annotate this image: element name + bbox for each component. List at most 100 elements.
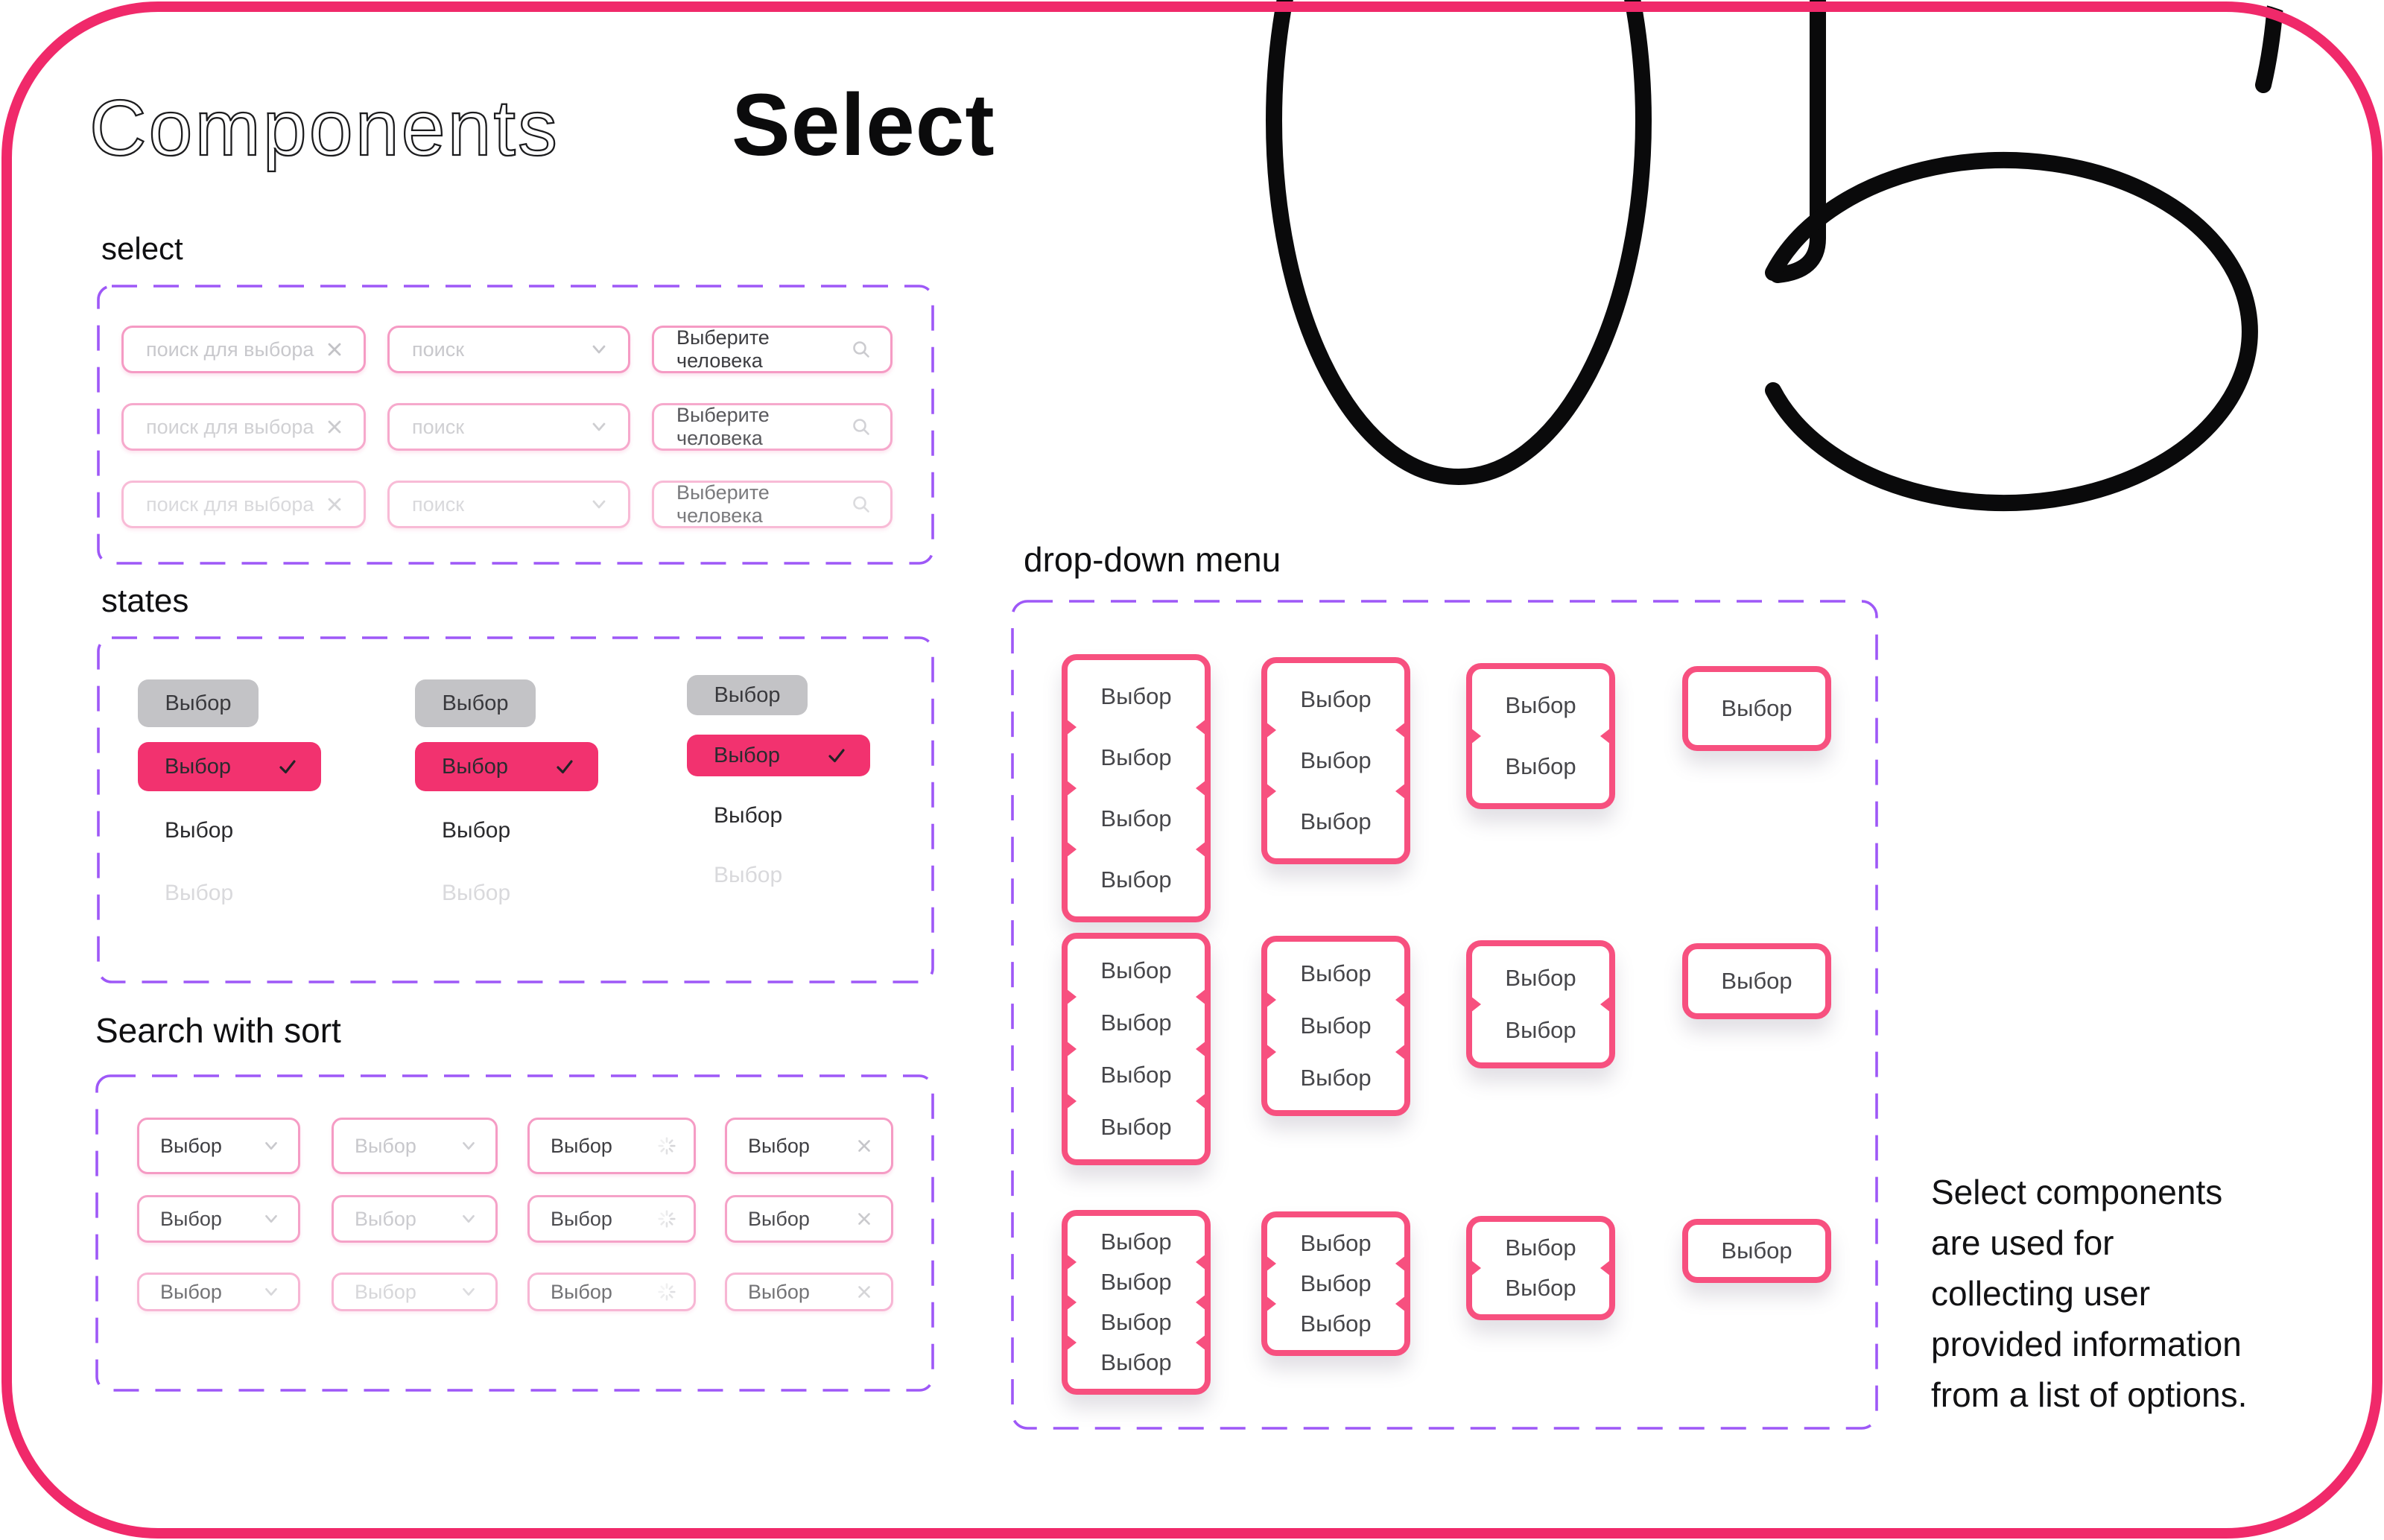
- select-input-sort[interactable]: поиск: [387, 326, 630, 373]
- menu-item-label: Выбор: [1100, 1309, 1172, 1335]
- menu-item[interactable]: Выбор: [1068, 727, 1205, 788]
- select-input-person[interactable]: Выберите человека: [652, 326, 893, 373]
- state-option-disabled: Выбор: [165, 881, 233, 906]
- menu-item-label: Выбор: [1300, 747, 1372, 773]
- menu-item[interactable]: Выбор: [1267, 791, 1404, 852]
- menu-item[interactable]: Выбор: [1472, 675, 1609, 736]
- search-sort-select-sort[interactable]: Выбор: [137, 1118, 300, 1174]
- menu-item[interactable]: Выбор: [1472, 1004, 1609, 1056]
- menu-item[interactable]: Выбор: [1472, 1268, 1609, 1308]
- menu-item[interactable]: Выбор: [1688, 678, 1825, 739]
- search-sort-select-loading[interactable]: Выбор: [527, 1273, 696, 1311]
- select-input-sort[interactable]: поиск: [387, 481, 630, 528]
- search-sort-select-clear[interactable]: Выбор: [725, 1273, 893, 1311]
- menu-divider-notch: [1066, 1093, 1077, 1109]
- chevron-down-icon: [588, 416, 610, 438]
- search-sort-select-clear[interactable]: Выбор: [725, 1195, 893, 1243]
- state-option-selected[interactable]: Выбор: [687, 735, 870, 776]
- menu-item[interactable]: Выбор: [1267, 730, 1404, 791]
- menu-item[interactable]: Выбор: [1068, 788, 1205, 849]
- menu-item[interactable]: Выбор: [1472, 952, 1609, 1004]
- menu-divider-notch: [1395, 1296, 1406, 1312]
- select-input-person[interactable]: Выберите человека: [652, 481, 893, 528]
- menu-item-label: Выбор: [1300, 1065, 1372, 1091]
- menu-item[interactable]: Выбор: [1068, 1222, 1205, 1262]
- menu-item[interactable]: Выбор: [1068, 997, 1205, 1049]
- menu-item[interactable]: Выбор: [1267, 1000, 1404, 1052]
- search-sort-select-sort[interactable]: Выбор: [137, 1273, 300, 1311]
- select-input-sort[interactable]: поиск: [387, 403, 630, 451]
- search-sort-option-label: Выбор: [748, 1207, 810, 1230]
- menu-divider-notch: [1196, 1041, 1206, 1057]
- menu-item[interactable]: Выбор: [1688, 1231, 1825, 1271]
- menu-item[interactable]: Выбор: [1068, 945, 1205, 997]
- search-sort-select-sort-disabled[interactable]: Выбор: [332, 1273, 498, 1311]
- menu-divider-notch: [1066, 1254, 1077, 1270]
- select-input-placeholder: поиск для выбора: [146, 338, 314, 361]
- menu-divider-notch: [1600, 728, 1611, 744]
- menu-item[interactable]: Выбор: [1267, 1223, 1404, 1264]
- menu-item[interactable]: Выбор: [1068, 849, 1205, 910]
- select-input-search-clear[interactable]: поиск для выбора: [121, 481, 366, 528]
- menu-item[interactable]: Выбор: [1068, 666, 1205, 727]
- select-input-placeholder: Выберите человека: [676, 326, 770, 372]
- close-icon: [323, 493, 346, 516]
- search-sort-select-loading[interactable]: Выбор: [527, 1195, 696, 1243]
- search-sort-select-loading[interactable]: Выбор: [527, 1118, 696, 1174]
- chevron-down-icon: [588, 338, 610, 361]
- chevron-down-icon: [261, 1281, 282, 1302]
- search-sort-select-clear[interactable]: Выбор: [725, 1118, 893, 1174]
- state-option-selected[interactable]: Выбор: [415, 742, 598, 791]
- menu-item[interactable]: Выбор: [1068, 1343, 1205, 1383]
- menu-item-label: Выбор: [1100, 805, 1172, 831]
- state-option-label: Выбор: [165, 691, 232, 715]
- search-sort-select-sort-disabled[interactable]: Выбор: [332, 1195, 498, 1243]
- menu-item[interactable]: Выбор: [1472, 1228, 1609, 1268]
- menu-item-label: Выбор: [1505, 1275, 1576, 1301]
- search-sort-option-label: Выбор: [355, 1134, 416, 1157]
- search-sort-option-label: Выбор: [748, 1134, 810, 1157]
- menu-divider-notch: [1066, 1041, 1077, 1057]
- menu-item[interactable]: Выбор: [1267, 1264, 1404, 1304]
- search-icon: [850, 493, 872, 516]
- menu-divider-notch: [1266, 722, 1276, 738]
- state-option-selected[interactable]: Выбор: [138, 742, 321, 791]
- state-option-normal[interactable]: Выбор: [165, 818, 233, 843]
- state-option-normal[interactable]: Выбор: [442, 818, 510, 843]
- dropdown-menu: Выбор: [1682, 943, 1831, 1019]
- select-input-search-clear[interactable]: поиск для выбора: [121, 403, 366, 451]
- spinner-icon: [656, 1281, 677, 1302]
- menu-item[interactable]: Выбор: [1267, 1052, 1404, 1104]
- state-option-hover[interactable]: Выбор: [687, 675, 808, 715]
- menu-divider-notch: [1266, 783, 1276, 799]
- chevron-down-icon: [261, 1135, 282, 1156]
- dropdown-section-outline: [1011, 600, 1878, 1430]
- menu-item[interactable]: Выбор: [1068, 1049, 1205, 1101]
- menu-item[interactable]: Выбор: [1068, 1262, 1205, 1302]
- search-sort-select-sort[interactable]: Выбор: [137, 1195, 300, 1243]
- select-input-search-clear[interactable]: поиск для выбора: [121, 326, 366, 373]
- menu-item[interactable]: Выбор: [1267, 1304, 1404, 1344]
- menu-item-label: Выбор: [1721, 695, 1792, 721]
- search-sort-option-label: Выбор: [551, 1280, 612, 1303]
- state-option-hover[interactable]: Выбор: [138, 679, 259, 727]
- states-section-label: states: [101, 583, 189, 619]
- menu-item[interactable]: Выбор: [1068, 1101, 1205, 1153]
- menu-item[interactable]: Выбор: [1068, 1302, 1205, 1343]
- state-option-label: Выбор: [442, 691, 509, 715]
- menu-item-label: Выбор: [1100, 957, 1172, 983]
- state-option-normal[interactable]: Выбор: [714, 803, 782, 828]
- menu-item[interactable]: Выбор: [1472, 736, 1609, 797]
- search-sort-select-sort-disabled[interactable]: Выбор: [332, 1118, 498, 1174]
- menu-divider-notch: [1395, 992, 1406, 1008]
- select-input-person[interactable]: Выберите человека: [652, 403, 893, 451]
- search-section-label: Search with sort: [95, 1011, 341, 1050]
- menu-item[interactable]: Выбор: [1267, 669, 1404, 730]
- select-input-placeholder: поиск для выбора: [146, 415, 314, 438]
- menu-divider-notch: [1196, 1294, 1206, 1311]
- menu-item[interactable]: Выбор: [1267, 948, 1404, 1000]
- state-option-hover[interactable]: Выбор: [415, 679, 536, 727]
- state-option-label: Выбор: [165, 818, 234, 843]
- menu-item[interactable]: Выбор: [1688, 955, 1825, 1007]
